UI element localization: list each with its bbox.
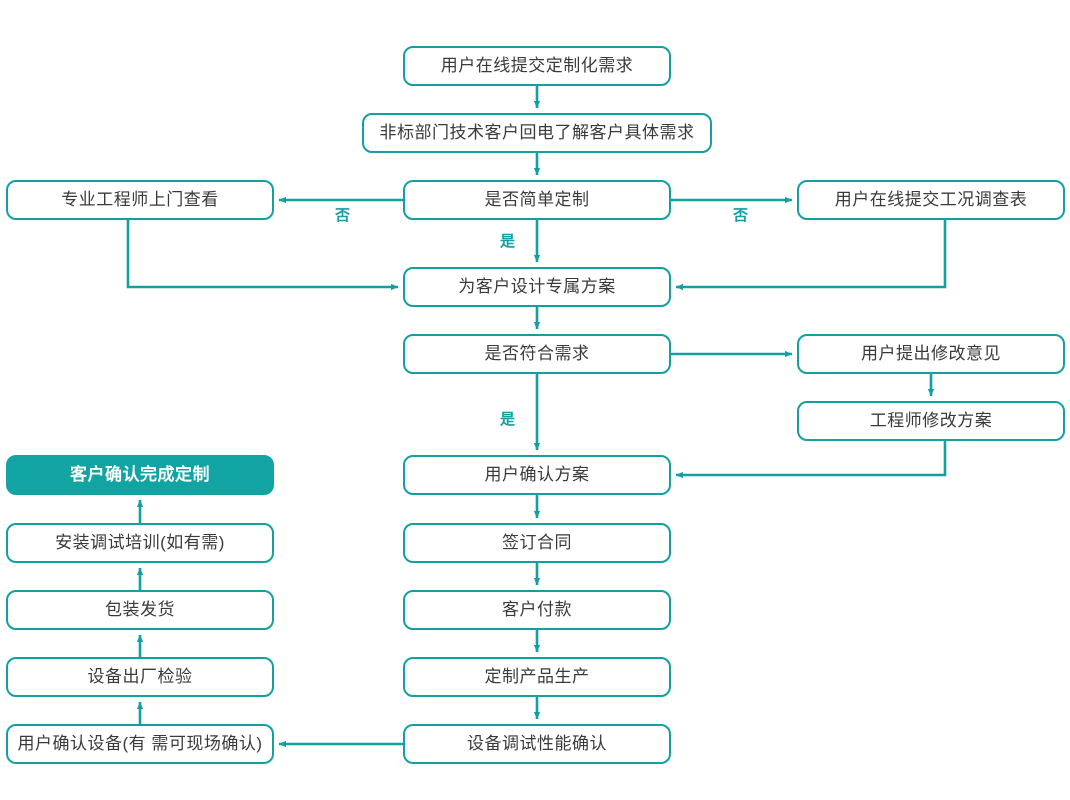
node-decision-meets-requirements[interactable]: 是否符合需求 — [403, 334, 671, 374]
node-decision-simple-custom[interactable]: 是否简单定制 — [403, 180, 671, 220]
node-factory-inspection[interactable]: 设备出厂检验 — [6, 657, 274, 697]
node-sign-contract[interactable]: 签订合同 — [403, 523, 671, 563]
edge-n4-n6 — [126, 220, 399, 291]
edge-label-no-right: 否 — [733, 207, 749, 224]
node-user-submit-survey-form[interactable]: 用户在线提交工况调查表 — [797, 180, 1065, 220]
node-packaging-shipping[interactable]: 包装发货 — [6, 590, 274, 630]
edge-label-yes-meets-requirements: 是 — [500, 411, 516, 428]
node-user-revision-feedback[interactable]: 用户提出修改意见 — [797, 334, 1065, 374]
node-user-submit-request[interactable]: 用户在线提交定制化需求 — [403, 46, 671, 86]
node-customer-confirm-complete[interactable]: 客户确认完成定制 — [6, 455, 274, 495]
node-user-confirm-equipment[interactable]: 用户确认设备(有 需可现场确认) — [6, 724, 274, 764]
node-design-exclusive-plan[interactable]: 为客户设计专属方案 — [403, 267, 671, 307]
node-custom-production[interactable]: 定制产品生产 — [403, 657, 671, 697]
node-install-debug-training[interactable]: 安装调试培训(如有需) — [6, 523, 274, 563]
node-customer-payment[interactable]: 客户付款 — [403, 590, 671, 630]
edge-n5-n6 — [675, 220, 947, 291]
node-tech-callback[interactable]: 非标部门技术客户回电了解客户具体需求 — [362, 113, 712, 153]
edge-n9-n10 — [675, 441, 947, 479]
edge-label-yes-simple-custom: 是 — [500, 233, 516, 250]
node-engineer-revise-plan[interactable]: 工程师修改方案 — [797, 401, 1065, 441]
node-user-confirm-plan[interactable]: 用户确认方案 — [403, 455, 671, 495]
node-engineer-onsite-visit[interactable]: 专业工程师上门查看 — [6, 180, 274, 220]
edge-label-no-left: 否 — [335, 207, 351, 224]
node-equipment-debug-confirm[interactable]: 设备调试性能确认 — [403, 724, 671, 764]
